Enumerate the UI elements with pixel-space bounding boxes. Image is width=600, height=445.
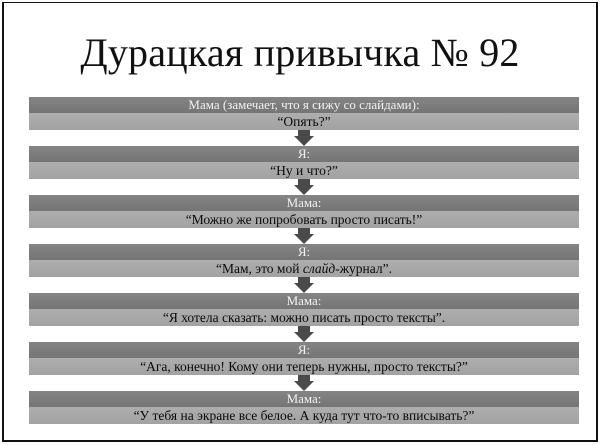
quote-text-before: “Мам, это мой xyxy=(216,261,303,276)
speaker-label: Мама (замечает, что я сижу со слайдами): xyxy=(29,97,579,113)
quote-text: “Ну и что?” xyxy=(29,162,579,179)
speaker-label: Я: xyxy=(29,244,579,260)
quote-text: “Мам, это мой слайд-журнал”. xyxy=(29,260,579,277)
down-arrow-icon xyxy=(294,130,314,146)
down-arrow-icon xyxy=(294,228,314,244)
quote-text-emphasis: слайд xyxy=(302,261,336,276)
quote-text: “У тебя на экране все белое. А куда тут … xyxy=(29,407,579,424)
dialogue-step: Мама: “У тебя на экране все белое. А куд… xyxy=(29,391,579,424)
quote-text-after: -журнал”. xyxy=(335,261,392,276)
dialogue-step: Мама: “Можно же попробовать просто писат… xyxy=(29,195,579,228)
slide-title: Дурацкая привычка № 92 xyxy=(80,30,520,75)
dialogue-step: Мама: “Я хотела сказать: можно писать пр… xyxy=(29,293,579,326)
speaker-label: Мама: xyxy=(29,195,579,211)
down-arrow-icon xyxy=(294,179,314,195)
speaker-label: Мама: xyxy=(29,391,579,407)
dialogue-step: Я: “Ага, конечно! Кому они теперь нужны,… xyxy=(29,342,579,375)
quote-text: “Можно же попробовать просто писать!” xyxy=(29,211,579,228)
speaker-label: Я: xyxy=(29,342,579,358)
quote-text: “Я хотела сказать: можно писать просто т… xyxy=(29,309,579,326)
dialogue-step: Я: “Мам, это мой слайд-журнал”. xyxy=(29,244,579,277)
speaker-label: Я: xyxy=(29,146,579,162)
speaker-label: Мама: xyxy=(29,293,579,309)
dialogue-step: Я: “Ну и что?” xyxy=(29,146,579,179)
quote-text: “Опять?” xyxy=(29,113,579,130)
quote-text: “Ага, конечно! Кому они теперь нужны, пр… xyxy=(29,358,579,375)
down-arrow-icon xyxy=(294,277,314,293)
down-arrow-icon xyxy=(294,326,314,342)
dialogue-step: Мама (замечает, что я сижу со слайдами):… xyxy=(29,97,579,130)
down-arrow-icon xyxy=(294,375,314,391)
